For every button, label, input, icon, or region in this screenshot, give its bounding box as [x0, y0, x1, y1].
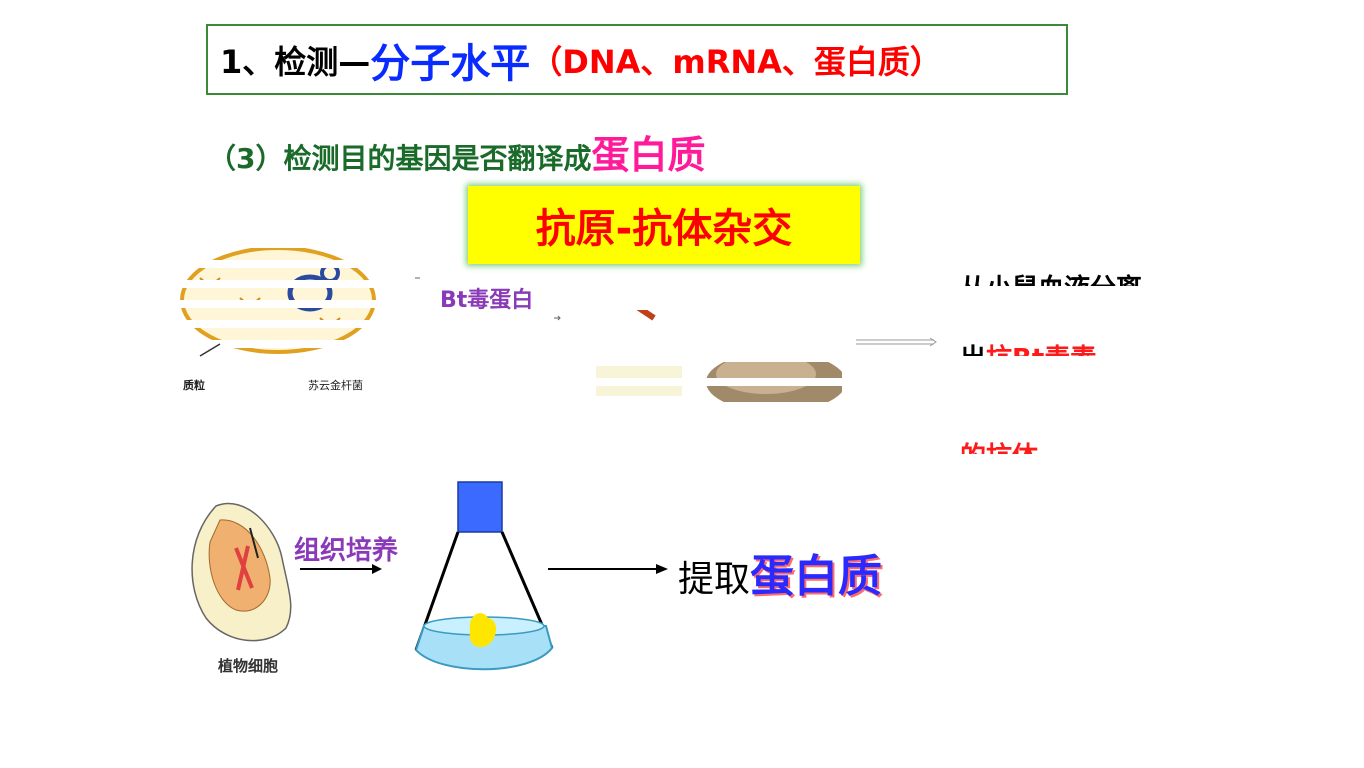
subtitle: （3）检测目的基因是否翻译成 蛋白质	[208, 124, 706, 179]
extract-highlight: 蛋白质	[750, 551, 883, 602]
title-highlight: 分子水平	[370, 40, 531, 87]
plant-cell-image	[191, 502, 292, 642]
arrow-to-antibody-icon	[856, 337, 937, 347]
bt-toxin-protein-label: Bt毒蛋白	[440, 288, 534, 313]
antibody-text-line-2: 出抗Bt毒素	[960, 338, 1096, 356]
arrow-to-extract-icon	[548, 564, 668, 574]
title-box: 1、检测— 分子水平 （DNA、mRNA、蛋白质）	[206, 24, 1068, 95]
antibody-text-line-2-prefix: 出	[960, 344, 986, 356]
subtitle-highlight: 蛋白质	[591, 133, 706, 177]
tissue-culture-label: 组织培养	[294, 536, 399, 566]
bacteria-plasmid-image	[180, 248, 420, 357]
plasmid-label: 质粒	[183, 379, 205, 392]
extract-prefix: 提取	[678, 559, 751, 600]
method-box: 抗原-抗体杂交	[468, 186, 860, 264]
culture-flask-image	[414, 481, 554, 671]
antibody-text-line-3: 的抗体	[960, 436, 1038, 454]
antibody-text-line-1: 从小鼠血液分离	[960, 268, 1142, 286]
arrow-to-flask-icon	[300, 564, 382, 574]
subtitle-prefix: （3）检测目的基因是否翻译成	[208, 142, 592, 175]
extract-protein-text: 提取 蛋白质	[678, 540, 882, 604]
plant-cell-label: 植物细胞	[218, 657, 279, 675]
title-suffix: （DNA、mRNA、蛋白质）	[530, 42, 942, 81]
small-arrow-icon	[554, 315, 561, 321]
title-prefix: 1、检测—	[220, 42, 371, 81]
antibody-text-line-2-red: 抗Bt毒素	[986, 344, 1096, 356]
bacteria-label: 苏云金杆菌	[308, 379, 363, 392]
mouse-image	[596, 278, 842, 422]
